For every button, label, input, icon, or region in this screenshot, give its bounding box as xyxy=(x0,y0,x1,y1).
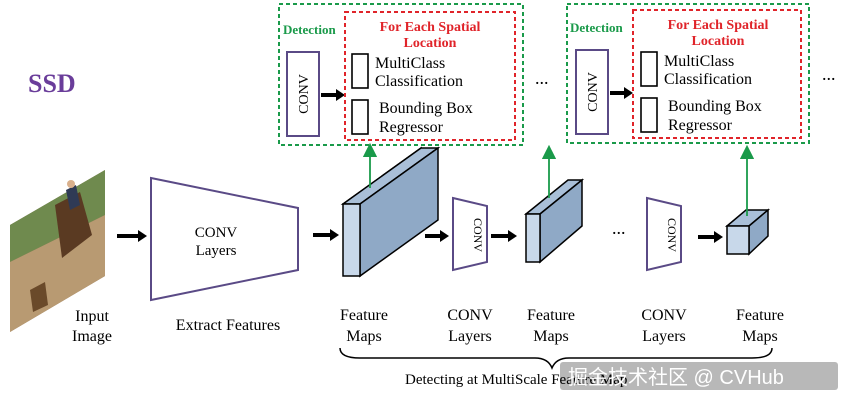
arrow-head xyxy=(138,230,147,242)
spatial-location-outline xyxy=(344,11,516,141)
small-conv-2 xyxy=(646,196,682,272)
conv-layers-2-line2: Layers xyxy=(642,328,686,345)
detection-outline xyxy=(566,3,810,144)
small-conv-1-label: CONV xyxy=(471,218,485,252)
bracket xyxy=(339,347,773,371)
classification-line1: MultiClass xyxy=(375,55,445,72)
small-conv-2-label: CONV xyxy=(665,218,679,252)
spatial-heading-line1: For Each Spatial xyxy=(668,18,769,33)
title: SSD xyxy=(28,69,76,98)
feature-map-1-line1: Feature xyxy=(340,307,388,324)
small-conv-1 xyxy=(452,196,488,272)
arrow-head xyxy=(336,89,345,101)
spatial-heading-line1: For Each Spatial xyxy=(380,20,481,35)
classification-line2: Classification xyxy=(375,73,463,90)
regressor-line2: Regressor xyxy=(379,119,444,136)
conv-block xyxy=(286,51,320,137)
regressor-line1: Bounding Box xyxy=(668,98,762,115)
detection-box-2: Detection CONV For Each Spatial Location… xyxy=(566,3,810,144)
feature-map-1-line2: Maps xyxy=(346,328,382,345)
input-label-line2: Image xyxy=(72,328,112,345)
watermark: 掘金技术社区 @ CVHub xyxy=(568,366,784,389)
detection-outline xyxy=(278,3,524,146)
conv-layers-1-line1: CONV xyxy=(447,307,493,324)
detection-label: Detection xyxy=(570,20,623,35)
detection-box-1: Detection CONV For Each Spatial Location… xyxy=(278,3,524,146)
conv-block xyxy=(575,49,609,135)
classification-block xyxy=(351,53,369,89)
feature-map-1 xyxy=(340,146,441,278)
regressor-block xyxy=(351,99,369,135)
feature-map-3-line2: Maps xyxy=(742,328,778,345)
ellipsis-top-2: ... xyxy=(822,64,836,84)
arrow-head xyxy=(624,87,633,99)
backbone-line1: CONV xyxy=(195,225,238,241)
feature-map-2-line1: Feature xyxy=(527,307,575,324)
ellipsis-top-1: ... xyxy=(535,68,549,88)
arrow-head xyxy=(714,231,723,243)
regressor-line2: Regressor xyxy=(668,117,733,134)
spatial-heading-line2: Location xyxy=(404,36,457,51)
feature-map-2 xyxy=(523,178,585,264)
spatial-location-outline xyxy=(632,9,802,139)
feature-map-2-line2: Maps xyxy=(533,328,569,345)
conv-block-label: CONV xyxy=(586,72,601,112)
conv-layers-1-line2: Layers xyxy=(448,328,492,345)
input-label-line1: Input xyxy=(75,308,109,325)
arrow-head xyxy=(330,229,339,241)
feature-map-3-line1: Feature xyxy=(736,307,784,324)
ellipsis-middle: ... xyxy=(612,218,626,238)
conv-layers-2-line1: CONV xyxy=(641,307,687,324)
classification-line1: MultiClass xyxy=(664,53,734,70)
regressor-line1: Bounding Box xyxy=(379,100,473,117)
backbone-caption: Extract Features xyxy=(176,317,280,334)
classification-line2: Classification xyxy=(664,71,752,88)
feature-map-3 xyxy=(724,208,771,256)
regressor-block xyxy=(640,97,658,133)
arrow-head xyxy=(440,230,449,242)
conv-block-label: CONV xyxy=(297,74,312,114)
classification-block xyxy=(640,51,658,87)
watermark-background xyxy=(560,362,838,390)
backbone-block xyxy=(150,176,299,302)
backbone-line2: Layers xyxy=(196,243,237,259)
detection-label: Detection xyxy=(283,22,336,37)
spatial-heading-line2: Location xyxy=(692,34,745,49)
input-image xyxy=(10,170,105,332)
footer-caption: Detecting at MultiScale Feature Map xyxy=(405,372,627,388)
arrow-head xyxy=(508,230,517,242)
